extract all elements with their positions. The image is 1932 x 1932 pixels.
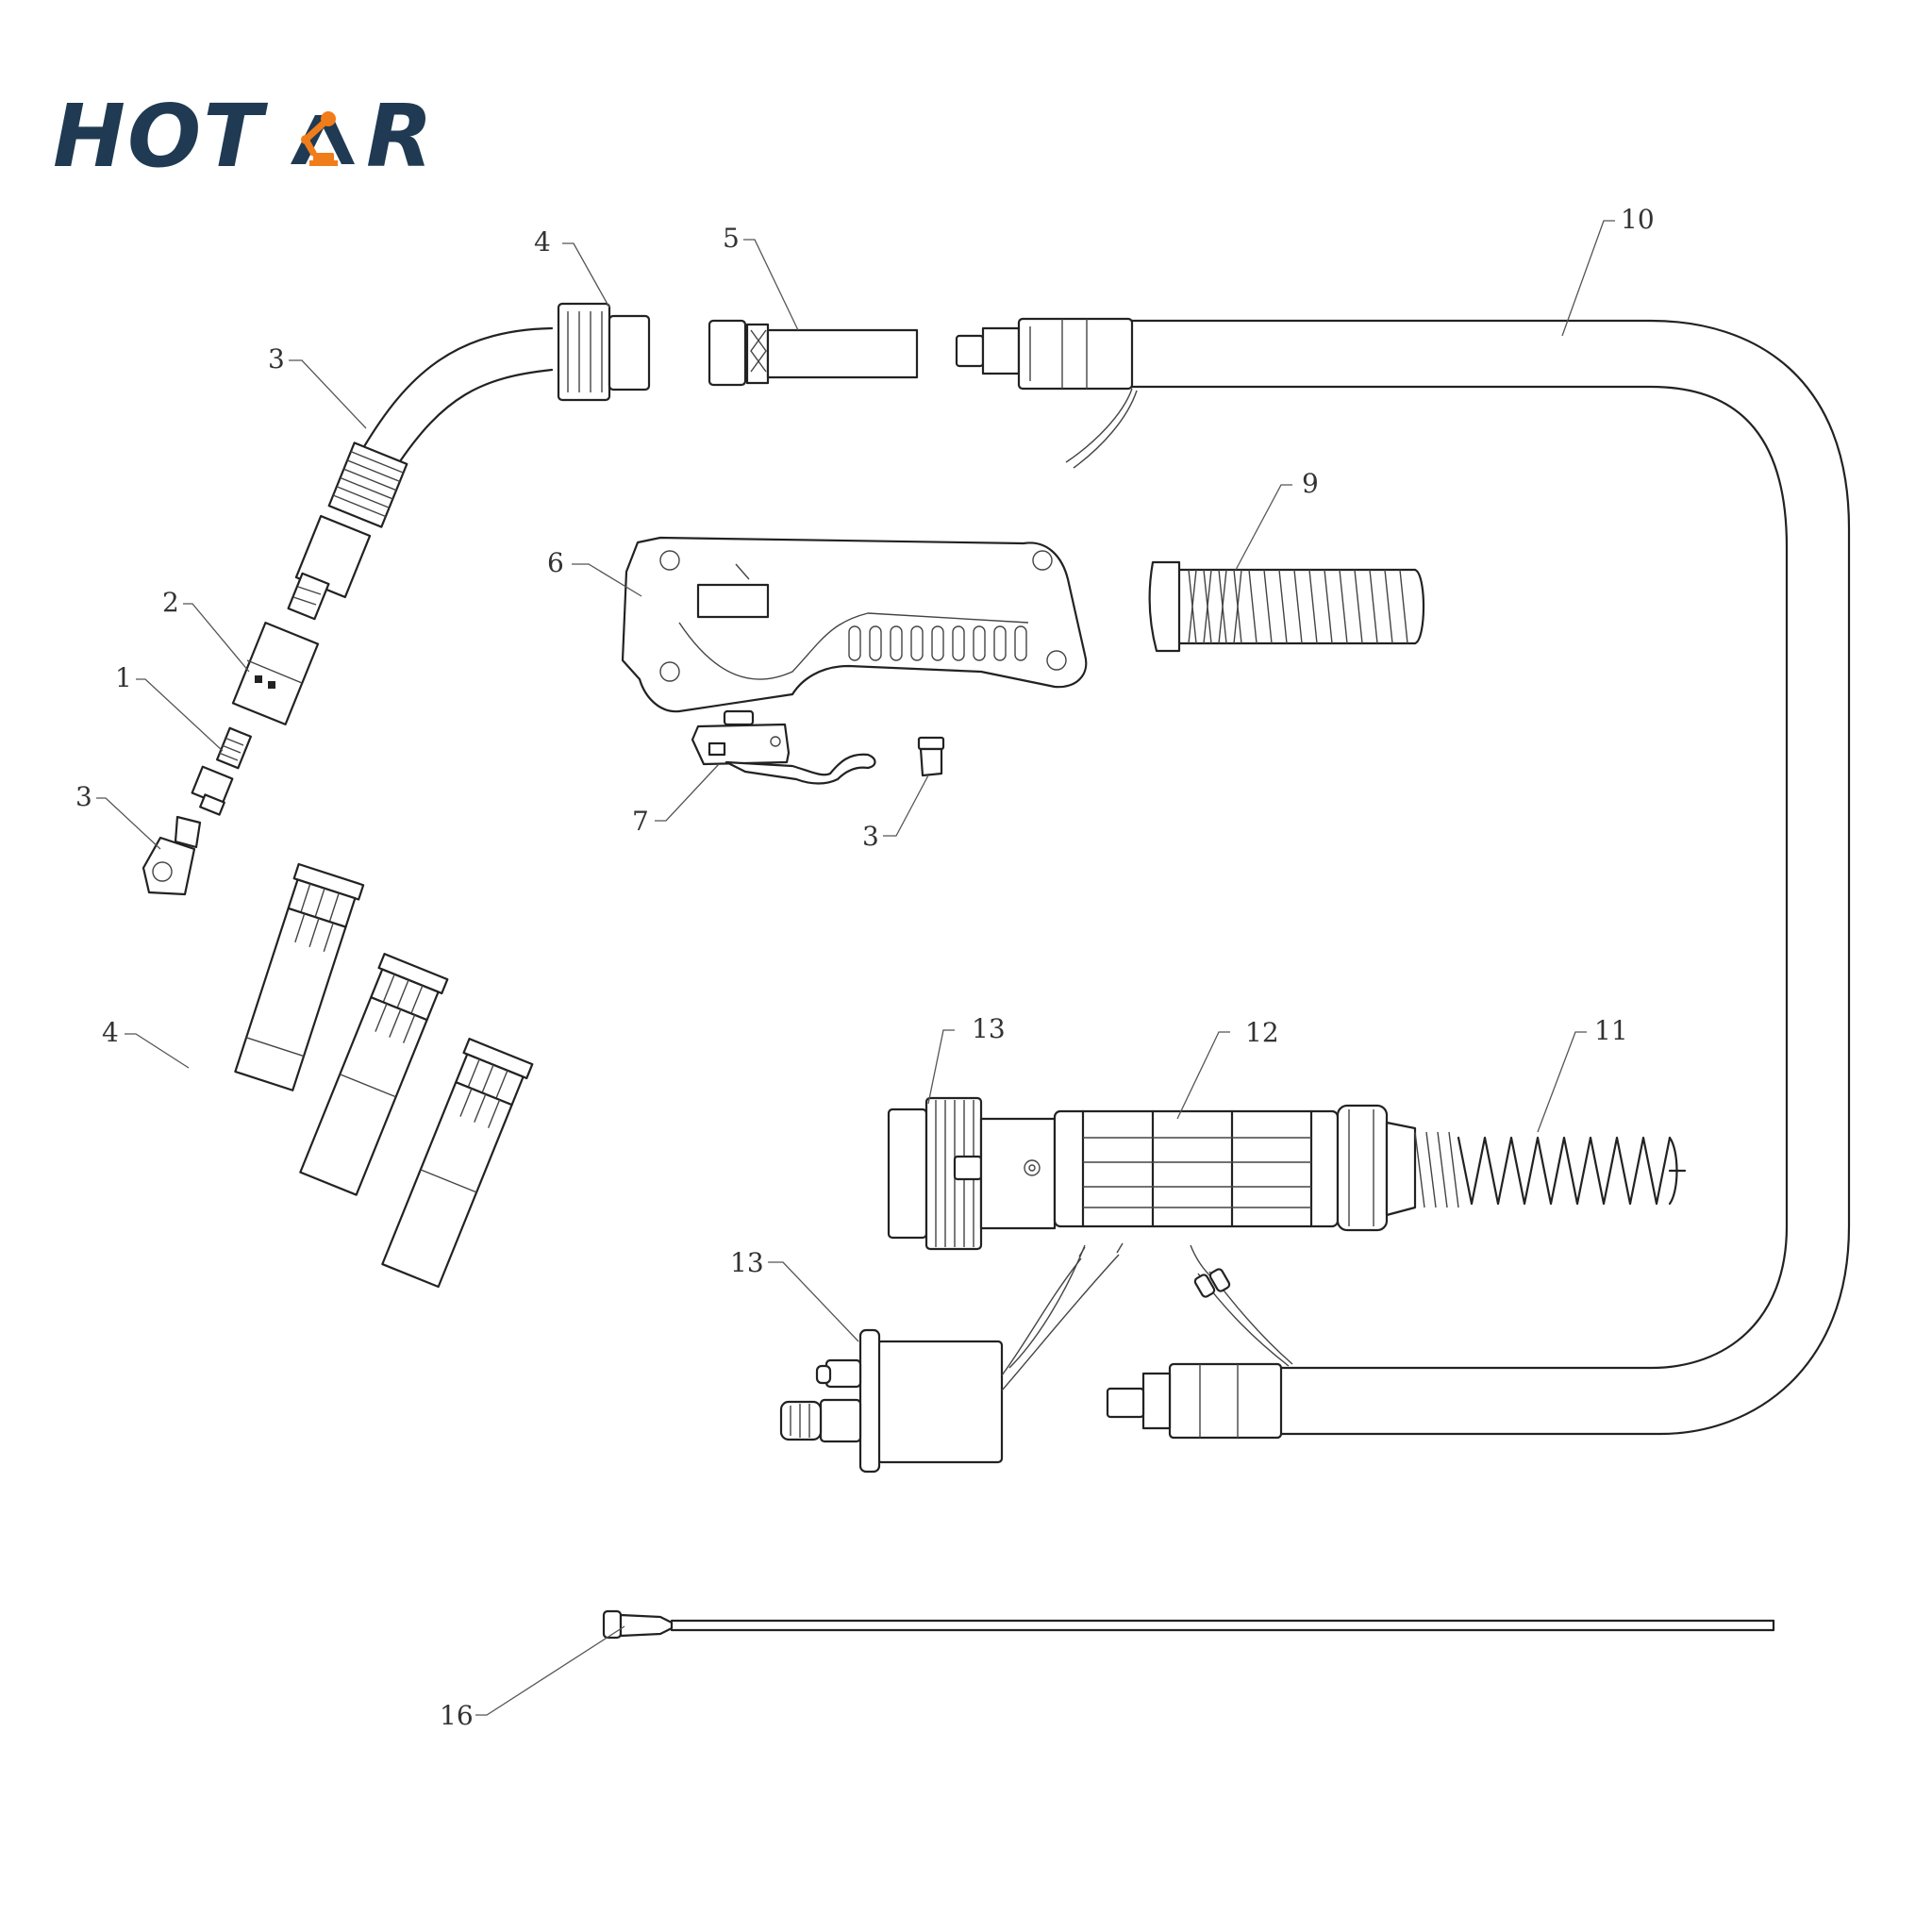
label-part-2: 2 [162, 587, 179, 618]
label-part-3-sleeve: 3 [862, 821, 879, 852]
part-4-nut [557, 302, 651, 402]
part-3-sleeve [917, 736, 945, 777]
part-10-cable [955, 317, 1851, 1440]
label-part-7: 7 [632, 806, 649, 837]
part-4-nozzle-c [381, 1038, 534, 1289]
part-13-rear-nut [887, 1096, 983, 1251]
part-11-spring [1414, 1131, 1687, 1208]
part-1-contact-tip [191, 726, 252, 816]
part-3-gooseneck [287, 326, 554, 621]
leader-lines [96, 220, 1615, 1716]
brand-logo: HOT R [53, 86, 468, 187]
part-3-lug [142, 815, 202, 896]
label-part-3-lug: 3 [75, 781, 92, 812]
part-5-insulator [708, 319, 919, 387]
wires [1193, 1268, 1293, 1367]
label-part-4-nozzles: 4 [102, 1017, 119, 1048]
label-part-13-connector: 13 [730, 1247, 764, 1278]
label-part-11: 11 [1594, 1015, 1628, 1046]
part-13-connector [779, 1242, 1124, 1474]
part-4-nozzle-a [234, 862, 365, 1091]
label-part-5: 5 [723, 223, 740, 254]
robot-arm-icon [291, 111, 355, 166]
logo-text-right: R [366, 86, 435, 187]
part-7-trigger [691, 709, 876, 785]
logo-text-left: HOT [53, 86, 264, 187]
label-part-12: 12 [1245, 1017, 1279, 1048]
part-2-tip-adaptor [231, 622, 320, 725]
handle-grip-ribs [848, 625, 1027, 661]
label-part-13-nut: 13 [972, 1013, 1006, 1044]
part-16-liner [602, 1609, 1775, 1640]
part-9-spring [1148, 560, 1425, 653]
label-part-9: 9 [1302, 468, 1319, 499]
label-part-6: 6 [547, 547, 564, 578]
label-part-1: 1 [115, 662, 132, 693]
part-4-nozzle-b [299, 953, 449, 1196]
part-6-handle [621, 536, 1088, 713]
label-part-3-neck: 3 [268, 343, 285, 375]
label-part-16: 16 [440, 1700, 474, 1731]
label-part-10: 10 [1621, 204, 1655, 235]
label-part-4-top: 4 [534, 226, 551, 258]
part-12-rear-body [979, 1104, 1417, 1369]
